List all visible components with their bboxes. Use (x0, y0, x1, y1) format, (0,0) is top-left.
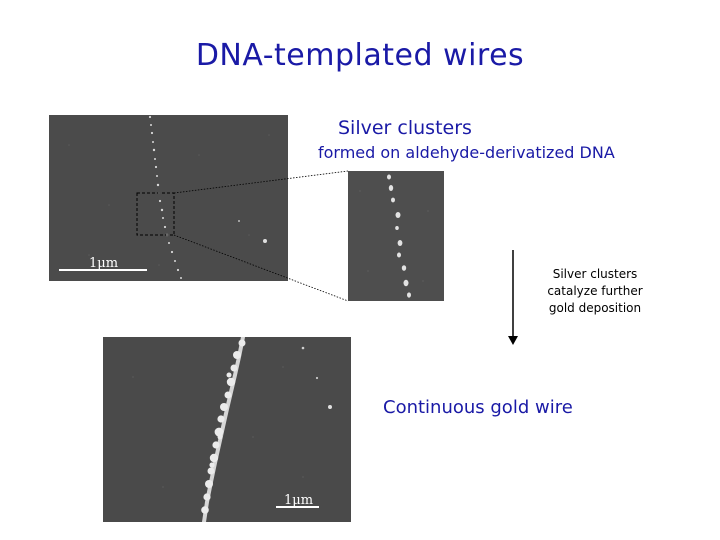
sem-image-silver-zoom (348, 171, 444, 301)
scale-bar-label-bottom: 1μm (284, 493, 313, 508)
silver-clusters-heading: Silver clusters (338, 117, 472, 139)
scale-bar-label-top: 1μm (89, 256, 118, 271)
catalyze-caption-line: catalyze further (547, 284, 643, 298)
catalyze-caption-line: Silver clusters (552, 267, 638, 281)
continuous-gold-wire-label: Continuous gold wire (383, 397, 573, 418)
sem-image-silver-overview: 1μm (49, 115, 288, 281)
formed-on-dna-label: formed on aldehyde-derivatized DNA (318, 143, 615, 162)
catalyze-caption-line: gold deposition (548, 301, 642, 315)
slide-title: DNA-templated wires (195, 38, 525, 73)
arrow-head-icon (508, 336, 518, 345)
sem-image-gold-wire: 1μm (103, 337, 351, 522)
catalyze-caption: Silver clusters catalyze further gold de… (530, 266, 660, 317)
